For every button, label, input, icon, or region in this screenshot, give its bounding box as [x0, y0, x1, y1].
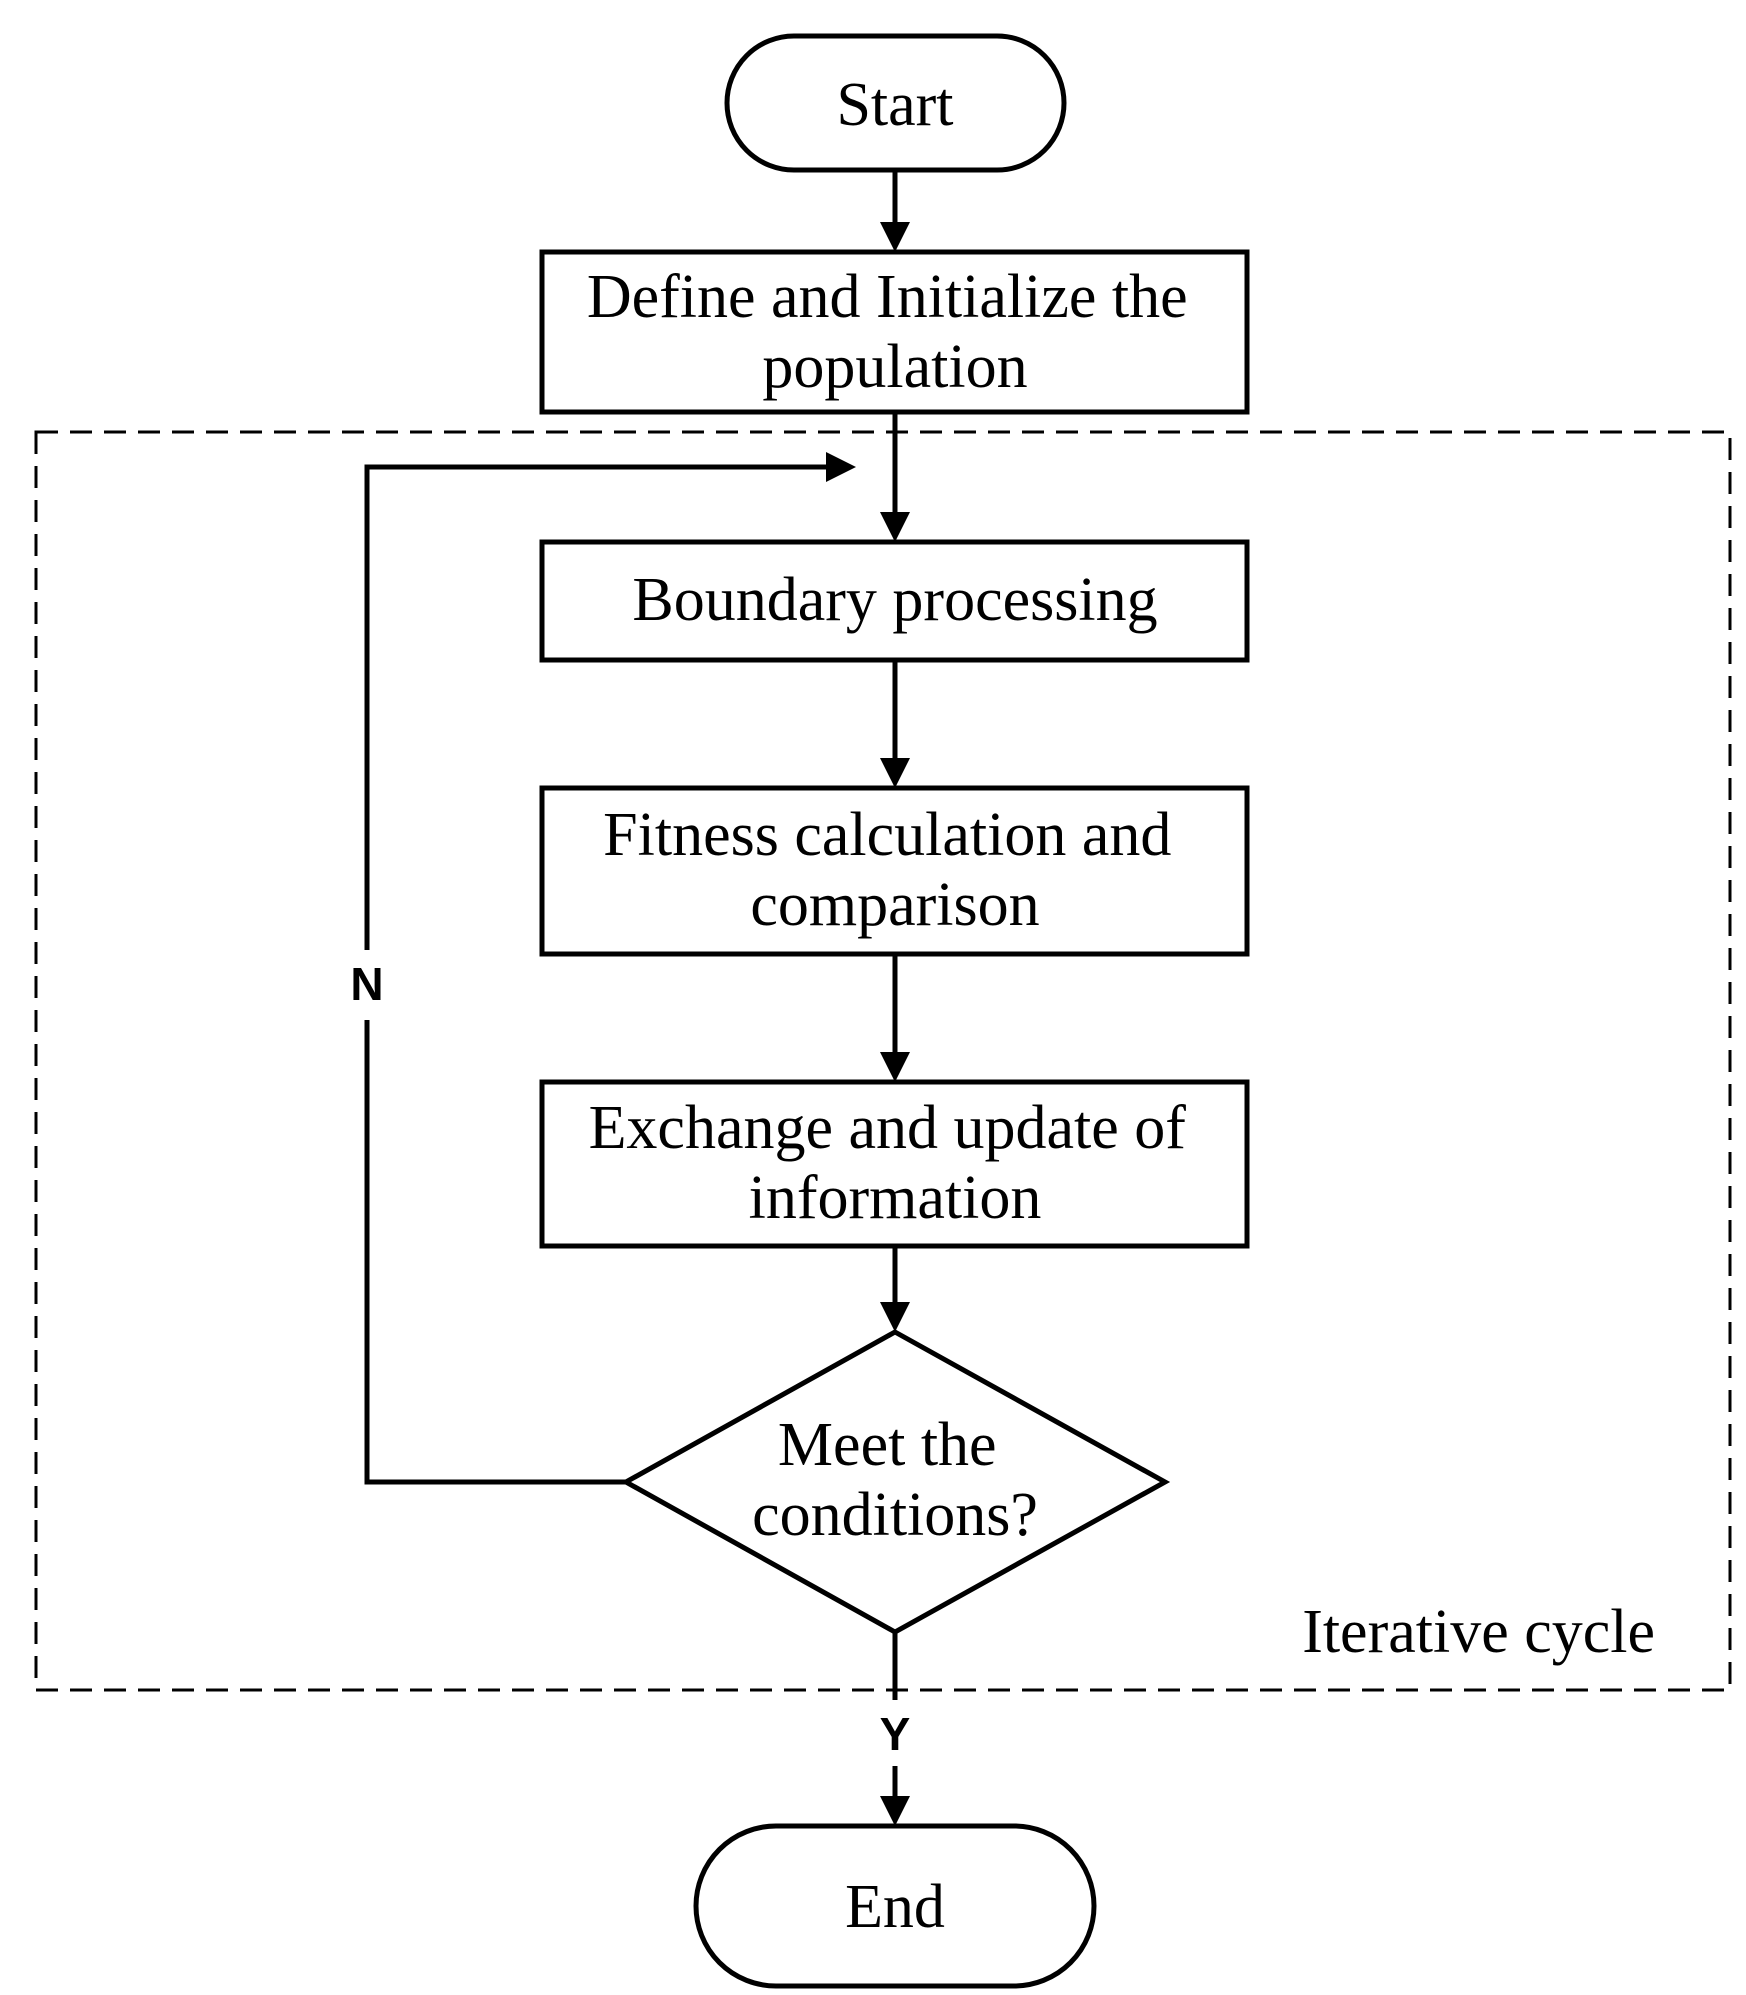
iterative-cycle-label: Iterative cycle [1302, 1598, 1655, 1666]
yes-label-background [866, 1700, 924, 1766]
boundary-processing-process [539, 539, 1250, 663]
conditions-decision-label: Meet the conditions? [752, 1411, 1038, 1549]
init-population-line-1: Define and Initialize the [587, 263, 1188, 331]
end-terminal [693, 1823, 1097, 1989]
arrowhead-start-to-init [880, 222, 910, 252]
boundary-processing-label: Boundary processing [632, 566, 1157, 634]
exchange-update-line-1: Exchange and update of [589, 1094, 1187, 1162]
fitness-calculation-line-1: Fitness calculation and [603, 801, 1171, 869]
arrowhead-init-to-boundary [880, 512, 910, 542]
arrowhead-fitness-to-exchange [880, 1052, 910, 1082]
conditions-decision-line-2: conditions? [752, 1481, 1038, 1549]
arrowhead-decision-to-end [880, 1796, 910, 1826]
yes-branch-label: Y [880, 1708, 911, 1760]
exchange-update-label: Exchange and update of information [589, 1094, 1202, 1232]
end-label: End [845, 1873, 945, 1941]
arrowhead-exchange-to-decision [880, 1302, 910, 1332]
start-label: Start [836, 71, 953, 139]
conditions-decision-line-1: Meet the [778, 1411, 997, 1479]
fitness-calculation-process [539, 785, 1250, 957]
no-label-background [340, 950, 394, 1020]
arrowhead-boundary-to-fitness [880, 758, 910, 788]
no-branch-label: N [350, 958, 383, 1010]
init-population-line-2: population [762, 333, 1027, 401]
init-population-label: Define and Initialize the population [587, 263, 1203, 401]
exchange-update-line-2: information [749, 1164, 1042, 1232]
arrowhead-loop-back [826, 452, 856, 482]
iterative-cycle-group [34, 430, 1732, 1692]
fitness-calculation-label: Fitness calculation and comparison [603, 801, 1187, 939]
init-population-process [539, 249, 1250, 415]
fitness-calculation-line-2: comparison [750, 871, 1039, 939]
